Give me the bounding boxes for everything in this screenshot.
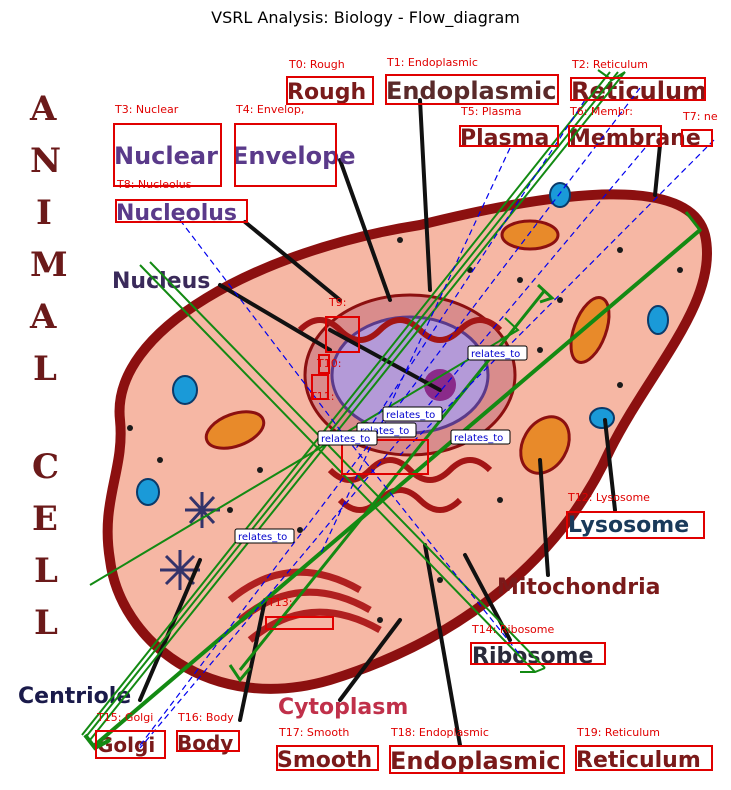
cell-body	[102, 182, 712, 694]
centriole-shape	[160, 492, 220, 590]
box-t14	[470, 642, 606, 665]
annotation-label-t17: T17: Smooth	[278, 726, 349, 739]
box-t13-a	[341, 439, 429, 475]
annotation-label-t11: T11:	[309, 390, 334, 403]
annotation-label-t3: T3: Nuclear	[114, 103, 179, 116]
side-letter: L	[33, 349, 57, 389]
relation-tag: relates_to	[467, 345, 528, 361]
box-t12	[566, 511, 705, 539]
relation-tag: relates_to	[234, 528, 295, 544]
annotation-label-t12: T12: Lysosome	[567, 491, 650, 504]
annotation-label-t18: T18: Endoplasmic	[390, 726, 489, 739]
box-t18	[389, 745, 565, 774]
box-t4	[234, 123, 337, 187]
word-smooth: Smooth	[277, 748, 372, 773]
annotation-label-t16: T16: Body	[177, 711, 234, 724]
side-letter: I	[36, 193, 52, 233]
annotation-label-t5: T5: Plasma	[460, 105, 522, 118]
lysosome-shape	[647, 305, 669, 335]
lysosome-shape	[136, 478, 160, 506]
chart-title: VSRL Analysis: Biology - Flow_diagram	[211, 8, 520, 27]
word-cytoplasm: Cytoplasm	[278, 695, 408, 720]
box-t3	[113, 123, 222, 187]
relation-tags: relates_to relates_to relates_to relates…	[234, 345, 528, 544]
relation-tag-text: relates_to	[454, 433, 503, 444]
side-letter: E	[32, 499, 58, 539]
annotation-label-t19: T19: Reticulum	[576, 726, 660, 739]
diagram-words: Rough Endoplasmic Reticulum Nuclear Enve…	[18, 77, 707, 775]
mitochondrion-shape	[204, 410, 266, 450]
side-letter: L	[34, 551, 58, 591]
side-letter: L	[34, 603, 58, 643]
lysosome-shape	[549, 182, 571, 208]
annotation-label-t4: T4: Envelop,	[235, 103, 304, 116]
annotation-boxes	[95, 74, 713, 774]
box-t16	[176, 730, 240, 752]
box-t1	[385, 74, 559, 105]
relation-tag: relates_to	[382, 406, 443, 422]
box-t13-b	[265, 616, 334, 630]
box-t5	[459, 125, 559, 147]
side-letter: N	[30, 141, 61, 181]
lysosome-shape	[589, 407, 615, 429]
ribosome-dots	[127, 237, 683, 623]
relation-tag-text: relates_to	[238, 532, 287, 543]
annotation-label-t10: T10:	[316, 357, 341, 370]
relation-tag-text: relates_to	[471, 349, 520, 360]
relation-tag-text: relates_to	[386, 410, 435, 421]
relation-tag: relates_to	[317, 430, 378, 446]
box-t15	[95, 730, 166, 759]
side-letter: A	[29, 297, 57, 337]
box-t10	[318, 354, 330, 374]
word-nuclear: Nuclear	[114, 142, 218, 170]
annotation-label-t1: T1: Endoplasmic	[386, 56, 478, 69]
relation-tag-text: relates_to	[321, 434, 370, 445]
box-t0	[286, 76, 374, 105]
side-label: A N I M A L C E L L	[29, 89, 68, 643]
nucleolus-shape	[424, 369, 456, 401]
word-endoplasmic-top: Endoplasmic	[386, 77, 557, 105]
green-overlay	[81, 69, 703, 751]
annotation-label-t9: T9:	[328, 296, 346, 309]
relation-tag-text: relates_to	[360, 426, 409, 437]
box-t6	[568, 125, 662, 147]
smooth-er-shape	[327, 457, 493, 483]
annotation-label-t2: T2: Reticulum	[571, 58, 648, 71]
box-t11	[311, 374, 329, 400]
golgi-shape	[227, 568, 362, 603]
box-t7	[681, 129, 713, 147]
mitochondrion-shape	[519, 415, 571, 475]
annotation-label-t8: T8: Nucleolus	[116, 178, 192, 191]
word-endoplasmic-bottom: Endoplasmic	[390, 747, 561, 775]
word-mitochondria: Mitochondria	[497, 575, 661, 600]
word-plasma: Plasma	[460, 126, 549, 151]
lysosome-shape	[172, 375, 198, 405]
word-rough: Rough	[287, 80, 366, 105]
side-letter: A	[29, 89, 57, 129]
box-t2	[570, 77, 706, 101]
annotation-labels: T0: Rough T1: Endoplasmic T2: Reticulum …	[96, 56, 718, 739]
relation-tag: relates_to	[450, 429, 511, 445]
annotation-label-t13: T13:	[267, 596, 292, 609]
mitochondrion-shape	[500, 219, 560, 251]
annotation-label-t7: T7: ne	[682, 110, 718, 123]
annotation-label-t0: T0: Rough	[288, 58, 345, 71]
annotation-label-t15: T15: Golgi	[96, 711, 153, 724]
word-envelope: Envelope	[232, 142, 356, 170]
box-t8	[115, 199, 248, 223]
word-lysosome: Lysosome	[568, 513, 689, 538]
box-t19	[575, 745, 713, 771]
annotation-label-t14: T14: Ribosome	[471, 623, 555, 636]
rough-er-shape	[297, 317, 503, 343]
side-letter: M	[30, 245, 68, 285]
annotation-label-t6: T6: Membr:	[569, 105, 633, 118]
smooth-er-shape	[337, 487, 463, 513]
side-letter: C	[32, 447, 59, 487]
box-t17	[276, 745, 379, 771]
box-t9	[325, 316, 360, 353]
golgi-shape	[247, 608, 382, 643]
word-centriole: Centriole	[18, 684, 131, 709]
word-reticulum-bottom: Reticulum	[576, 748, 701, 773]
